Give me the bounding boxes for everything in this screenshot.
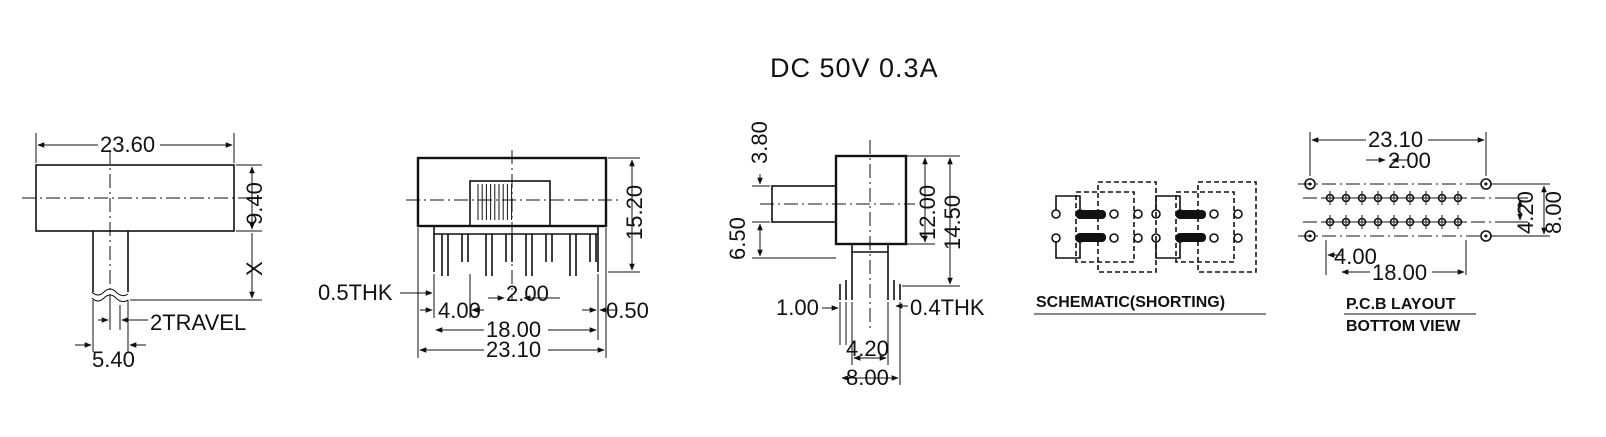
mounting-hole-center: [1308, 234, 1312, 238]
end-actuator-height-label: 6.50: [725, 217, 750, 260]
front-pitch-label: 2.00: [506, 281, 549, 306]
schematic: SCHEMATIC(SHORTING): [1034, 181, 1266, 315]
contact-terminal: [1209, 233, 1219, 243]
mounting-hole: [1480, 230, 1492, 242]
side-height-label: 9.40: [242, 182, 267, 225]
side-width-label: 23.60: [100, 132, 155, 157]
front-pin: [525, 234, 533, 276]
contact-terminal: [1209, 209, 1219, 219]
front-thickness-label: 0.5THK: [318, 280, 393, 305]
schematic-group: [1051, 181, 1157, 273]
mounting-hole-center: [1308, 182, 1312, 186]
schematic-frame: [1197, 181, 1257, 273]
side-x-label: X: [242, 261, 267, 276]
front-pin: [589, 234, 597, 262]
mounting-hole: [1304, 178, 1316, 190]
front-pin: [461, 234, 469, 262]
end-body-height-label: 12.00: [915, 185, 940, 240]
end-pin-thickness-label: 0.4THK: [910, 295, 985, 320]
end-overall-height-label: 14.50: [940, 195, 965, 250]
front-height-label: 15.20: [622, 185, 647, 240]
front-overall-label: 23.10: [486, 337, 541, 362]
pcb-span-label: 18.00: [1372, 260, 1427, 285]
pcb-overall-label: 23.10: [1368, 127, 1423, 152]
front-offset-label: 4.00: [438, 298, 481, 323]
schematic-lead: [1055, 195, 1081, 210]
front-pin: [505, 234, 513, 262]
front-pin: [441, 234, 449, 276]
front-span-label: 18.00: [486, 317, 541, 342]
end-inner-width-label: 4.20: [846, 336, 889, 361]
mounting-hole: [1304, 230, 1316, 242]
shorting-bar: [1076, 210, 1106, 219]
contact-terminal: [1133, 209, 1143, 219]
shorting-bar: [1076, 233, 1106, 242]
pcb-pitch-label: 2.00: [1388, 148, 1431, 173]
pcb-offset-label: 4.00: [1334, 244, 1377, 269]
schematic-frame: [1075, 191, 1135, 263]
end-view: 3.80 6.50 12.00 14.50 1.00 0.4THK 4.20 8…: [725, 121, 985, 390]
contact-terminal: [1109, 233, 1119, 243]
contact-terminal: [1109, 209, 1119, 219]
end-actuator-width-label: 3.80: [747, 121, 772, 164]
contact-terminal: [1051, 233, 1061, 243]
side-view: 23.60 9.40 X 2TRAVEL 5.40: [22, 132, 267, 372]
mounting-hole-center: [1484, 234, 1488, 238]
contact-terminal: [1233, 209, 1243, 219]
front-pin: [545, 234, 553, 262]
front-pin: [569, 234, 577, 276]
side-shaft-label: 5.40: [92, 347, 135, 372]
pcb-caption-1: P.C.B LAYOUT: [1346, 296, 1456, 313]
pcb-outer-label: 8.00: [1541, 191, 1566, 234]
pcb-caption-2: BOTTOM VIEW: [1346, 318, 1461, 335]
schematic-lead: [1055, 242, 1081, 259]
schematic-lead: [1155, 195, 1181, 210]
contact-terminal: [1051, 209, 1061, 219]
schematic-caption: SCHEMATIC(SHORTING): [1036, 294, 1225, 311]
pcb-row-spacing-label: 4.20: [1513, 191, 1538, 234]
shorting-bar: [1176, 210, 1206, 219]
front-pin-width-label: 0.50: [606, 298, 649, 323]
schematic-group: [1151, 181, 1257, 273]
schematic-frame: [1175, 191, 1235, 263]
shorting-bar: [1176, 233, 1206, 242]
pcb-layout: 23.10 2.00 4.20 8.00 4.00 18.00 P.C.B LA…: [1298, 127, 1566, 335]
rating-title: DC 50V 0.3A: [770, 53, 939, 83]
schematic-lead: [1155, 242, 1181, 259]
end-pin-gap-label: 1.00: [776, 295, 819, 320]
end-outer-width-label: 8.00: [846, 365, 889, 390]
side-travel-label: 2TRAVEL: [150, 310, 246, 335]
mounting-hole: [1480, 178, 1492, 190]
schematic-frame: [1097, 181, 1157, 273]
front-pin: [485, 234, 493, 276]
contact-terminal: [1133, 233, 1143, 243]
contact-terminal: [1233, 233, 1243, 243]
front-view: 15.20 0.5THK 4.00 2.00 0.50 18.00 23.10: [318, 150, 649, 362]
mounting-hole-center: [1484, 182, 1488, 186]
